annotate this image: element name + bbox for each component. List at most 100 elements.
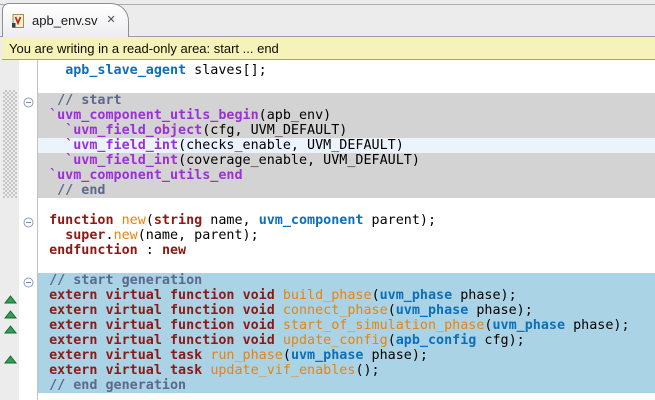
fold-collapse-icon[interactable]: [23, 95, 34, 108]
code-line-15[interactable]: // start generation: [38, 273, 655, 288]
tab-label: apb_env.sv: [32, 13, 98, 28]
code-token: task: [170, 348, 203, 363]
code-line-3[interactable]: // start: [38, 93, 655, 108]
code-token: [41, 228, 65, 243]
code-line-13[interactable]: endfunction : new: [38, 243, 655, 258]
code-token: (: [387, 303, 396, 318]
code-token: [41, 183, 57, 198]
code-token: uvm_phase: [290, 348, 364, 363]
code-token: `uvm_field_object: [65, 123, 203, 138]
tab-bar-top-border: [0, 4, 655, 5]
change-marker-icon: [3, 321, 18, 334]
code-token: uvm_phase: [492, 318, 566, 333]
code-token: [41, 288, 49, 303]
fold-collapse-icon[interactable]: [23, 275, 34, 288]
code-token: [41, 363, 49, 378]
code-token: phase);: [565, 318, 630, 333]
code-line-19[interactable]: extern virtual function void update_conf…: [38, 333, 655, 348]
code-token: [235, 333, 243, 348]
code-token: `uvm_field_int: [65, 153, 179, 168]
code-token: void: [242, 333, 275, 348]
change-marker-icon: [3, 306, 18, 319]
code-token: (: [484, 318, 493, 333]
code-token: build_phase: [282, 288, 372, 303]
code-line-1[interactable]: apb_slave_agent slaves[];: [38, 63, 655, 78]
code-line-20[interactable]: extern virtual task run_phase(uvm_phase …: [38, 348, 655, 363]
code-token: update_vif_enables: [210, 363, 356, 378]
code-token: (name, parent);: [137, 228, 259, 243]
code-token: phase);: [452, 288, 517, 303]
code-token: `uvm_component_utils_end: [49, 168, 243, 183]
code-token: super: [65, 228, 106, 243]
code-editor[interactable]: apb_slave_agent slaves[]; // start `uvm_…: [38, 60, 655, 400]
code-token: [41, 213, 49, 228]
code-token: [235, 303, 243, 318]
code-line-21[interactable]: extern virtual task update_vif_enables()…: [38, 363, 655, 378]
code-token: [97, 318, 105, 333]
code-token: [41, 168, 49, 183]
editor-tab-bar: apb_env.sv ✕: [0, 0, 655, 37]
code-line-18[interactable]: extern virtual function void start_of_si…: [38, 318, 655, 333]
tab-close-icon[interactable]: ✕: [106, 14, 116, 26]
fold-collapse-icon[interactable]: [23, 215, 34, 228]
code-token: (coverage_enable, UVM_DEFAULT): [178, 153, 420, 168]
code-token: new: [121, 213, 146, 228]
code-token: uvm_phase: [379, 288, 453, 303]
code-token: extern: [49, 288, 98, 303]
code-token: parent);: [363, 213, 437, 228]
code-token: slaves[];: [186, 63, 267, 78]
code-token: connect_phase: [282, 303, 388, 318]
code-line-14[interactable]: [38, 258, 655, 273]
tab-apb-env-sv[interactable]: apb_env.sv ✕: [2, 3, 129, 37]
code-token: // start: [57, 93, 122, 108]
code-token: `uvm_component_utils_begin: [49, 108, 259, 123]
code-token: [41, 303, 49, 318]
code-line-16[interactable]: extern virtual function void build_phase…: [38, 288, 655, 303]
code-line-6[interactable]: `uvm_field_int(checks_enable, UVM_DEFAUL…: [38, 138, 655, 153]
code-token: extern: [49, 303, 98, 318]
code-token: extern: [49, 333, 98, 348]
code-token: new: [161, 243, 187, 258]
code-token: [41, 243, 49, 258]
code-line-9[interactable]: // end: [38, 183, 655, 198]
code-token: [97, 363, 105, 378]
code-token: [162, 318, 170, 333]
code-line-4[interactable]: `uvm_component_utils_begin(apb_env): [38, 108, 655, 123]
code-line-7[interactable]: `uvm_field_int(coverage_enable, UVM_DEFA…: [38, 153, 655, 168]
code-line-17[interactable]: extern virtual function void connect_pha…: [38, 303, 655, 318]
code-token: virtual: [105, 288, 162, 303]
code-token: [114, 213, 122, 228]
code-token: :: [137, 243, 162, 258]
code-line-12[interactable]: super.new(name, parent);: [38, 228, 655, 243]
change-marker-icon: [3, 351, 18, 364]
code-token: virtual: [105, 303, 162, 318]
code-token: run_phase: [210, 348, 283, 363]
code-line-22[interactable]: // end generation: [38, 378, 655, 393]
code-token: phase);: [468, 303, 533, 318]
code-token: [162, 363, 170, 378]
code-line-2[interactable]: [38, 78, 655, 93]
code-token: [41, 318, 49, 333]
code-token: endfunction: [49, 243, 138, 258]
code-token: function: [170, 303, 235, 318]
code-token: uvm_component: [258, 213, 364, 228]
code-token: [235, 318, 243, 333]
code-token: function: [170, 288, 235, 303]
code-token: string: [153, 213, 203, 228]
code-token: (: [145, 213, 154, 228]
code-line-11[interactable]: function new(string name, uvm_component …: [38, 213, 655, 228]
code-line-8[interactable]: `uvm_component_utils_end: [38, 168, 655, 183]
code-token: cfg);: [476, 333, 525, 348]
code-token: (apb_env): [258, 108, 332, 123]
code-token: name,: [202, 213, 259, 228]
code-token: [235, 288, 243, 303]
code-line-10[interactable]: [38, 198, 655, 213]
code-token: [275, 333, 283, 348]
code-line-5[interactable]: `uvm_field_object(cfg, UVM_DEFAULT): [38, 123, 655, 138]
code-token: [41, 108, 49, 123]
code-token: extern: [49, 318, 98, 333]
readonly-region-hatch: [3, 90, 17, 198]
code-token: [162, 333, 170, 348]
readonly-warning-banner: You are writing in a read-only area: sta…: [2, 37, 655, 60]
